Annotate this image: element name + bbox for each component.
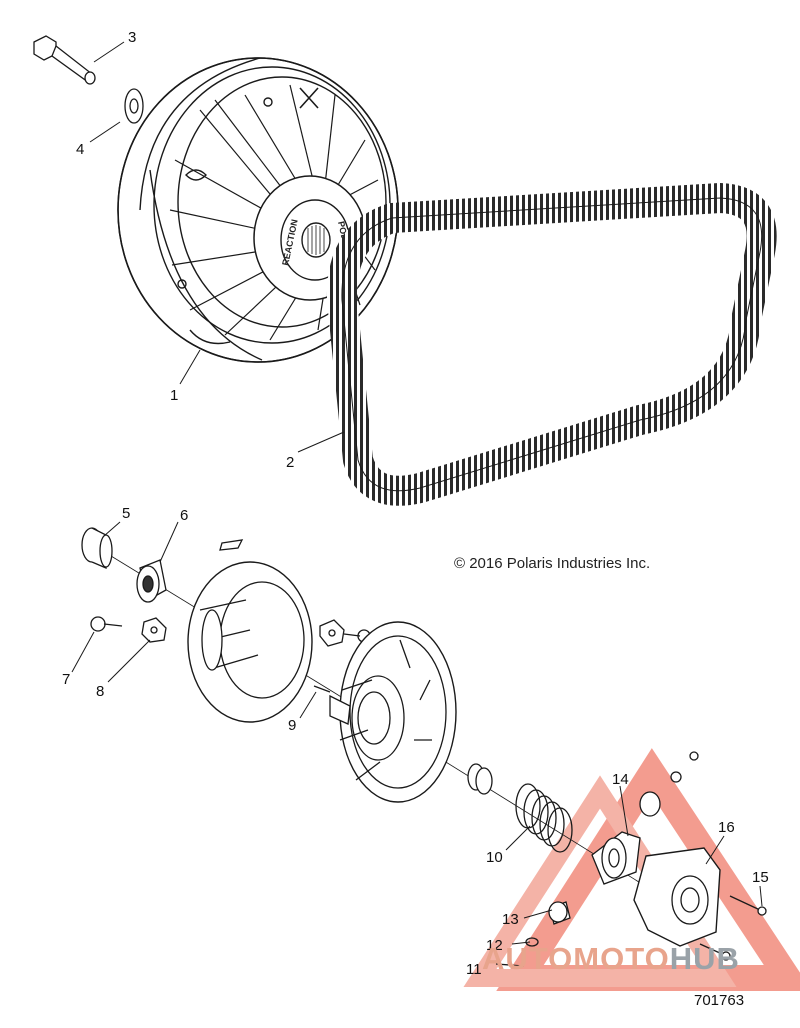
callout-11: 11	[466, 961, 482, 978]
callout-4: 4	[76, 141, 85, 158]
callout-5: 5	[122, 505, 131, 522]
callout-1: 1	[170, 387, 179, 404]
callout-14: 14	[612, 771, 629, 788]
callout-3: 3	[128, 29, 137, 46]
watermark-text-part1: AUTOMOTO	[482, 941, 670, 976]
callout-2: 2	[286, 454, 295, 471]
copyright-notice: © 2016 Polaris Industries Inc.	[454, 555, 651, 572]
callout-10: 10	[486, 849, 503, 866]
secondary-clutch	[81, 527, 767, 967]
callout-12: 12	[486, 937, 503, 954]
leader-lines	[71, 41, 763, 945]
callout-9: 9	[288, 717, 297, 734]
drive-belt	[326, 183, 777, 506]
callout-7: 7	[62, 671, 71, 688]
callout-15: 15	[752, 869, 769, 886]
washer-part-4	[124, 88, 144, 124]
watermark-text: AUTOMOTOHUB	[482, 941, 740, 977]
callout-13: 13	[502, 911, 519, 928]
watermark-text-part2: HUB	[669, 941, 740, 976]
callout-6: 6	[180, 507, 189, 524]
callout-16: 16	[718, 819, 735, 836]
diagram-number: 701763	[694, 992, 745, 1009]
bolt-part-3	[33, 35, 96, 85]
callout-8: 8	[96, 683, 105, 700]
